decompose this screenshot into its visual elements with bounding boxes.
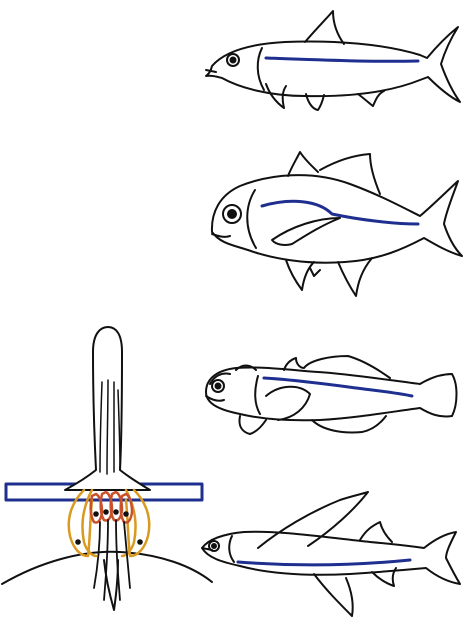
support-cell-nucleus-left xyxy=(76,540,80,544)
fish-2-dorsal-spines xyxy=(288,152,318,176)
hair-cell-nucleus-1 xyxy=(94,512,98,516)
fish-4-gill xyxy=(229,536,234,562)
neuromast-diagram xyxy=(2,327,212,610)
fish-2-pelvic-tips xyxy=(310,268,320,276)
fish-1-pupil xyxy=(231,58,236,63)
fish-4-pupil xyxy=(212,544,216,548)
fish-3-body xyxy=(206,367,457,420)
hair-cell-nucleus-2 xyxy=(104,510,108,514)
fish-4-lateral-line xyxy=(238,560,410,565)
fish-4-body xyxy=(202,532,460,584)
fish-2-gill xyxy=(247,190,256,248)
fish-2-pectoral-fin xyxy=(272,218,340,245)
hair-cell-nucleus-4 xyxy=(124,512,128,516)
fish-4-pelvic-fin xyxy=(314,574,353,616)
fish-1-tarpon xyxy=(206,11,460,110)
fish-2-jack xyxy=(212,152,462,296)
fish-1-lateral-line xyxy=(266,58,418,61)
fish-2-anal-fin xyxy=(338,258,372,296)
fish-3-anal-fin xyxy=(312,416,386,433)
fish-4-flying-fish xyxy=(202,492,460,616)
fish-1-dorsal-fin xyxy=(305,11,344,44)
fish-1-body xyxy=(206,27,460,102)
support-cell-nucleus-right xyxy=(138,540,142,544)
fish-4-dorsal-fin xyxy=(360,522,392,542)
hair-cell-nucleus-3 xyxy=(114,510,118,514)
fish-3-pupil xyxy=(216,384,221,389)
fish-3-pectoral-fin xyxy=(266,387,310,420)
fish-1-pectoral-fin xyxy=(266,84,286,108)
fish-3-scorpionfish xyxy=(206,356,457,434)
nerve-fibers xyxy=(94,520,130,600)
fish-1-mouth xyxy=(206,70,216,72)
fish-2-pelvic-fin xyxy=(286,260,314,290)
fish-1-gill xyxy=(258,48,264,90)
fish-3-dorsal-fin xyxy=(284,356,390,378)
fish-2-dorsal-fin xyxy=(320,154,380,194)
fish-3-gill xyxy=(255,376,260,414)
fish-2-pupil xyxy=(228,210,236,218)
fish-2-lateral-line xyxy=(262,201,418,224)
